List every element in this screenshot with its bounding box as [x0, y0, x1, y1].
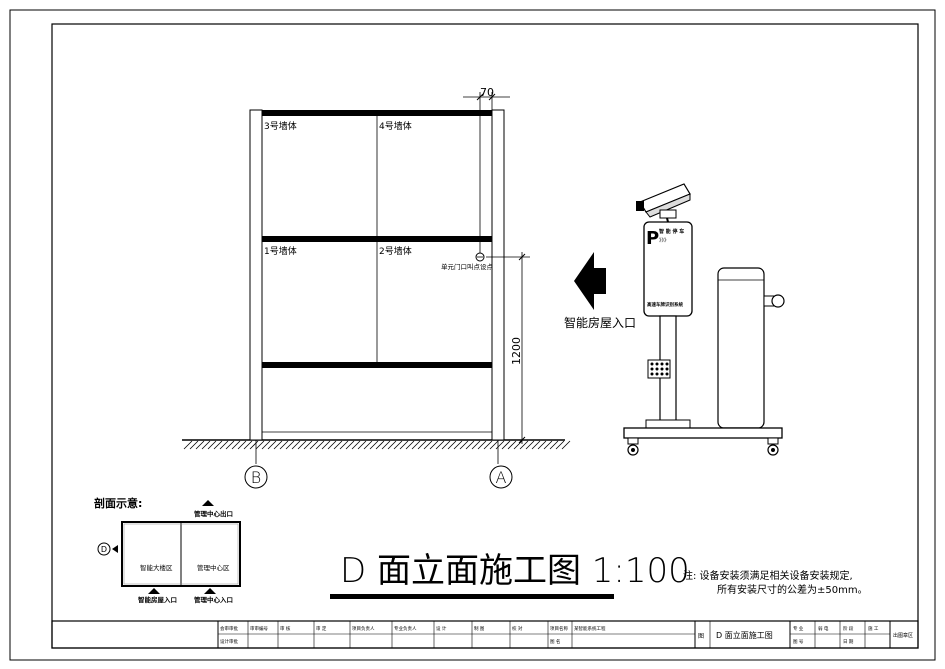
keypad-icon [647, 359, 671, 379]
elevation-view: 3号墙体 4号墙体 1号墙体 2号墙体 70 单元门口叫点设点 1200 B A… [182, 86, 636, 489]
drawing-title: D 面立面施工图 1:100 [340, 551, 690, 591]
title-block-cell: 图 名 [550, 638, 560, 645]
title-block-cell: 校 对 [512, 625, 523, 632]
axis-marker-b [244, 465, 268, 489]
section-diagram: 剖面示意: D 管理中心出口 智能大楼区 管理中心区 智能房屋入口 管理中心入口 [94, 496, 241, 604]
wall-label-2: 2号墙体 [379, 245, 412, 257]
section-marker-label: D [101, 545, 107, 554]
parking-kiosk-illustration: P 智 能 停 车 》》》 高速车牌识别系统 [623, 183, 785, 456]
outer-border [9, 9, 936, 661]
kiosk-parking-symbol: P [646, 228, 659, 249]
beam-top [262, 110, 492, 116]
right-column [491, 109, 505, 441]
title-block-cell: 审审编号 [250, 625, 268, 632]
left-column [249, 109, 263, 441]
wheel-icon [627, 437, 779, 456]
exit-arrow-icon [202, 500, 214, 506]
wall-label-3: 3号墙体 [264, 120, 297, 132]
kiosk-panel-footer: 高速车牌识别系统 [647, 301, 683, 308]
title-block-right-cell: 图 号 [793, 639, 804, 645]
section-left-room: 智能大楼区 [140, 563, 173, 572]
title-block-cell: 制 图 [474, 625, 485, 632]
entrance-arrow-icon [574, 252, 606, 310]
title-block-right-cell: 日 期 [843, 639, 854, 645]
dim-1200: 1200 [510, 337, 523, 365]
note-line-2: 所有安装尺寸的公差为±50mm。 [717, 583, 868, 596]
note-line-1: 注: 设备安装须满足相关设备安装规定, [683, 569, 853, 582]
wall-label-1: 1号墙体 [264, 245, 297, 257]
entrance-label: 智能房屋入口 [564, 315, 636, 330]
title-block-cell: 审 核 [280, 625, 291, 632]
title-block-cell: 某智能系统工程 [574, 625, 606, 632]
section-marker [97, 542, 111, 556]
title-block-right-cell: 专 业 [793, 625, 804, 632]
title-block-right-cell: 阶 段 [843, 625, 854, 632]
beam-bottom [262, 362, 492, 368]
axis-marker-a [489, 465, 513, 489]
title-block-cell: 专业负责人 [394, 625, 417, 632]
section-bottom-left: 智能房屋入口 [138, 595, 177, 604]
section-top-label: 管理中心出口 [194, 509, 233, 518]
section-title: 剖面示意: [94, 496, 142, 510]
title-block-cell: 会审审批 [220, 625, 238, 632]
sheet-label: 图 [698, 633, 704, 640]
wall-label-4: 4号墙体 [379, 120, 412, 132]
barrier-cylinder [717, 267, 765, 429]
title-block-right-cells: 专 业图 号 弱 电 阶 段日 期 施 工 [793, 621, 879, 648]
entrance-arrow-small-icon [148, 588, 160, 594]
title-block-cell: 审 定 [316, 625, 327, 632]
ground-hatch [183, 440, 571, 450]
title-underline [330, 594, 614, 599]
title-block-right-cell: 弱 电 [818, 625, 829, 632]
knob-icon [771, 294, 785, 308]
kiosk-panel-arrows: 》》》 [659, 238, 669, 244]
beam-middle [262, 236, 492, 242]
axis-label-a: A [496, 468, 507, 487]
section-right-room: 管理中心区 [197, 563, 230, 572]
mgmt-arrow-small-icon [204, 588, 216, 594]
title-block-cell: 项目名称 [550, 625, 568, 632]
section-bottom-right: 管理中心入口 [194, 595, 233, 604]
doorbell-label: 单元门口叫点设点 [441, 262, 494, 271]
title-block-cell: 设 计 [436, 625, 447, 632]
title-block-right-cell: 施 工 [868, 625, 879, 632]
stamp-area: 出图章区 [893, 632, 913, 639]
title-block-cell: 设计审批 [220, 638, 238, 645]
kiosk-base [623, 427, 783, 439]
dim-70: 70 [480, 86, 494, 99]
title-block-cell: 项目负责人 [352, 625, 375, 632]
axis-label-b: B [251, 468, 261, 487]
camera-icon [636, 183, 691, 223]
kiosk-panel-title: 智 能 停 车 [659, 228, 684, 235]
sheet-name: D 面立面施工图 [716, 630, 773, 640]
